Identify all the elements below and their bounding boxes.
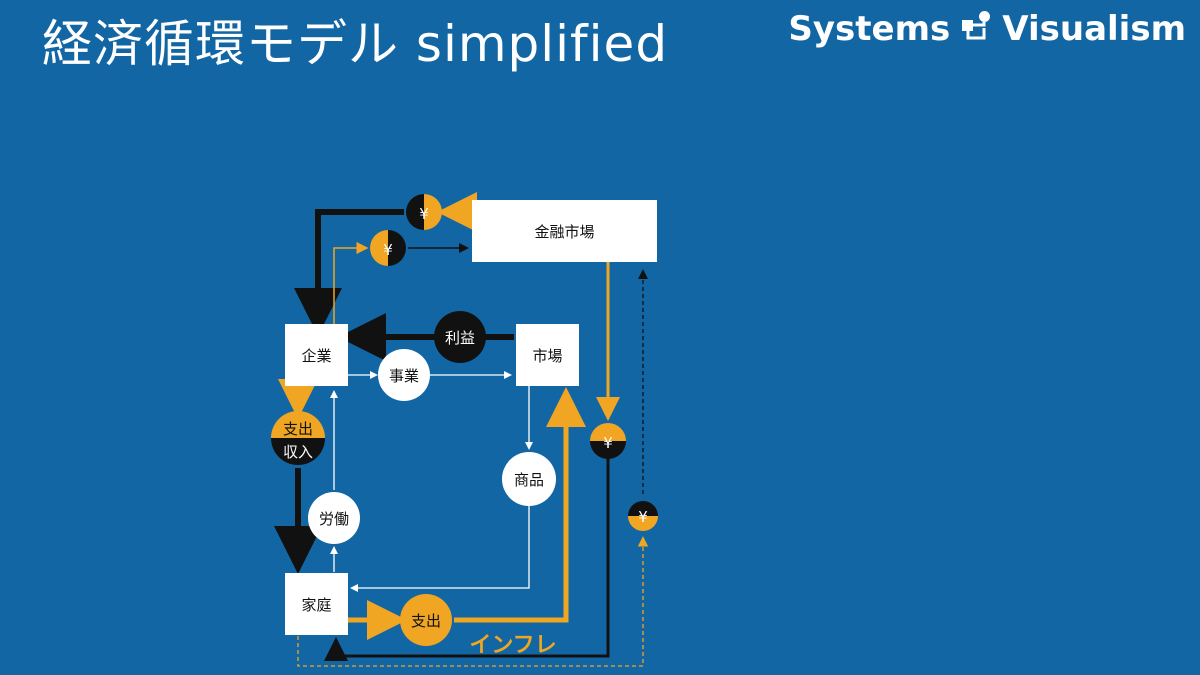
yen-circle-small-icon: ¥ [628, 501, 658, 531]
labor-label: 労働 [319, 510, 349, 528]
household-box: 家庭 [285, 573, 348, 635]
income-half-circle [271, 438, 325, 465]
yen-circle-loan-icon: ¥ [406, 194, 442, 230]
spending-circle [400, 594, 452, 646]
yen-circle-savings-icon: ¥ [590, 423, 626, 459]
brand-name-right: Visualism [1002, 8, 1186, 49]
financial-market-box: 金融市場 [472, 200, 657, 262]
expense-half-circle [271, 411, 325, 438]
loan-flow-arrow [294, 209, 404, 336]
profit-label: 利益 [445, 329, 475, 347]
income-label: 収入 [283, 443, 313, 461]
goods-label: 商品 [514, 471, 544, 489]
goods-circle [502, 452, 556, 506]
yen-symbol-3: ¥ [603, 434, 613, 452]
spending-label: 支出 [411, 612, 441, 630]
business-label: 事業 [389, 367, 419, 385]
market-box: 市場 [516, 324, 579, 386]
yen-symbol-1: ¥ [419, 205, 429, 223]
yen-to-household-arrow [324, 458, 610, 661]
enterprise-to-yen-arrow [333, 242, 369, 324]
brand-logo: Systems Visualism [788, 8, 1186, 49]
goods-to-household-arrow [350, 506, 530, 592]
labor-circle [308, 492, 360, 544]
enterprise-box: 企業 [285, 324, 348, 386]
yen-symbol-2: ¥ [383, 241, 393, 259]
inflation-flow-arrow [454, 387, 586, 623]
page-title: 経済循環モデル simplified [42, 15, 669, 73]
profit-circle [434, 311, 486, 363]
expense-label: 支出 [283, 420, 313, 438]
yen-symbol-4: ¥ [638, 508, 648, 526]
systems-visualism-logo-icon [960, 8, 992, 49]
inflation-label: インフレ [469, 633, 556, 658]
business-circle [378, 349, 430, 401]
dashed-household-arrow [297, 536, 649, 667]
yen-circle-repay-icon: ¥ [370, 230, 406, 266]
brand-name-left: Systems [788, 8, 951, 49]
